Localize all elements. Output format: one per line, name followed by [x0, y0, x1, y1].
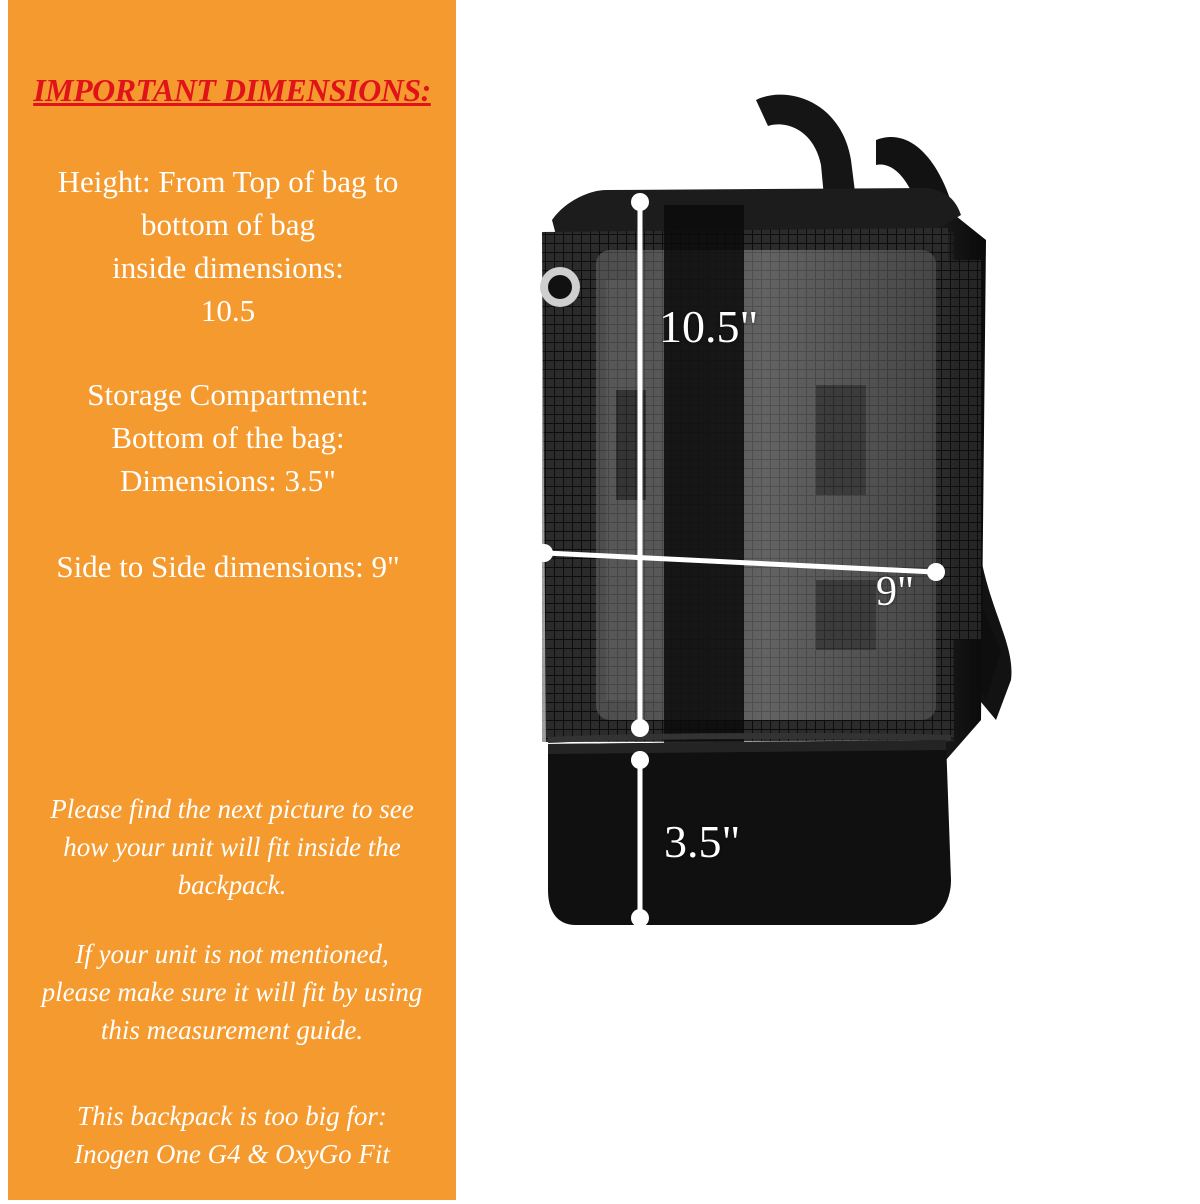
height-label: 10.5"	[659, 301, 759, 352]
storage-label: 3.5"	[664, 816, 741, 867]
unit-note-line: this measurement guide.	[100, 1015, 364, 1045]
height-spec-line: 10.5	[200, 293, 256, 328]
too-big-note-line: This backpack is too big for:	[77, 1101, 387, 1131]
unit-note: If your unit is not mentioned, please ma…	[8, 935, 456, 1049]
height-spec-line: Height: From Top of bag to	[57, 164, 399, 199]
width-measure	[535, 544, 945, 581]
width-label: 9"	[876, 569, 915, 615]
too-big-note: This backpack is too big for: Inogen One…	[8, 1097, 456, 1173]
height-spec-line: inside dimensions:	[112, 250, 344, 285]
fit-note: Please find the next picture to see how …	[8, 790, 456, 904]
height-measure	[631, 193, 649, 737]
storage-spec-line: Storage Compartment:	[87, 377, 369, 412]
info-panel: IMPORTANT DIMENSIONS: Height: From Top o…	[8, 0, 456, 1200]
zipper-seam	[547, 732, 952, 743]
unit-note-line: If your unit is not mentioned,	[75, 939, 389, 969]
backpack-illustration	[535, 94, 1012, 927]
backpack-photo: 10.5" 9" 3.5"	[456, 0, 1200, 1200]
side-spec-line: Side to Side dimensions: 9"	[56, 549, 400, 584]
too-big-note-line: Inogen One G4 & OxyGo Fit	[74, 1139, 390, 1169]
bag-top	[552, 188, 961, 235]
storage-spec-line: Bottom of the bag:	[111, 420, 345, 455]
dimensions-heading: IMPORTANT DIMENSIONS:	[33, 72, 431, 108]
center-strap	[664, 205, 744, 750]
fit-note-line: Please find the next picture to see	[50, 794, 414, 824]
storage-compartment	[548, 740, 951, 925]
height-spec: Height: From Top of bag to bottom of bag…	[8, 160, 448, 332]
unit-note-line: please make sure it will fit by using	[41, 977, 423, 1007]
storage-spec-line: Dimensions: 3.5"	[120, 463, 336, 498]
height-spec-line: bottom of bag	[141, 207, 315, 242]
storage-measure	[631, 751, 649, 927]
fit-note-line: backpack.	[177, 870, 287, 900]
grommet-icon	[540, 267, 580, 307]
side-spec: Side to Side dimensions: 9"	[8, 545, 448, 588]
storage-spec: Storage Compartment: Bottom of the bag: …	[8, 373, 448, 502]
fit-note-line: how your unit will fit inside the	[63, 832, 401, 862]
